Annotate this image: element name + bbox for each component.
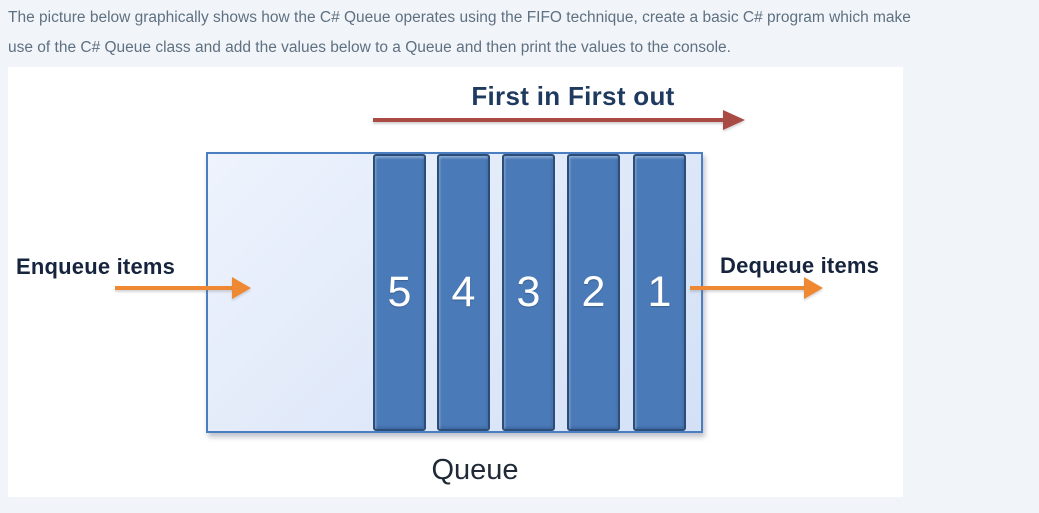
queue-item-value: 3 [516, 268, 541, 316]
queue-caption: Queue [431, 454, 519, 486]
dequeue-arrowhead-icon [804, 277, 823, 299]
enqueue-arrowhead-icon [232, 277, 251, 299]
queue-item-value: 5 [387, 268, 412, 316]
queue-item-value: 4 [451, 268, 476, 316]
dequeue-arrow-icon [690, 286, 806, 290]
queue-item-3: 3 [502, 154, 555, 431]
queue-item-value: 1 [647, 268, 672, 316]
enqueue-arrow-icon [115, 286, 234, 290]
queue-item-5: 5 [373, 154, 426, 431]
queue-box: 5 4 3 2 1 [206, 152, 703, 433]
enqueue-label: Enqueue items [16, 254, 176, 279]
queue-item-value: 2 [581, 268, 606, 316]
dequeue-label: Dequeue items [720, 253, 880, 278]
queue-item-1: 1 [633, 154, 686, 431]
queue-item-4: 4 [437, 154, 490, 431]
diagram-panel: First in First out 5 4 3 2 1 Enqueue ite… [8, 67, 903, 497]
fifo-direction-arrow-icon [373, 118, 725, 122]
fifo-title: First in First out [471, 81, 675, 111]
queue-item-2: 2 [567, 154, 620, 431]
intro-text-line-1: The picture below graphically shows how … [8, 9, 911, 26]
intro-text-line-2: use of the C# Queue class and add the va… [8, 39, 731, 56]
fifo-direction-arrowhead-icon [723, 110, 745, 130]
